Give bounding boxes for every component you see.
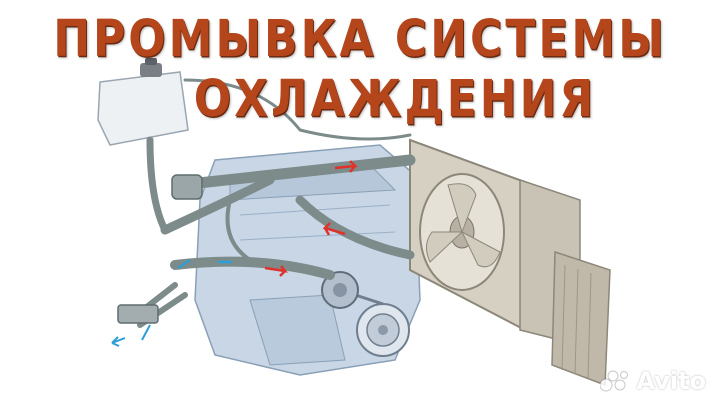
thermostat-housing	[171, 174, 203, 200]
flow-arrows	[111, 160, 358, 347]
avito-logo-icon	[600, 370, 629, 392]
crank-pulley	[339, 288, 410, 357]
water-pump	[321, 271, 359, 309]
watermark-text: Avito	[636, 367, 706, 395]
radiator-fan	[419, 173, 505, 291]
expansion-reservoir	[97, 58, 189, 146]
avito-watermark: Avito	[600, 367, 706, 395]
cooling-hoses	[127, 78, 416, 328]
page-title-line-2: ОХЛАЖДЕНИЯ	[193, 70, 597, 129]
heater-valve	[117, 304, 159, 324]
page-title-line-1: ПРОМЫВКА СИСТЕМЫ	[53, 10, 667, 69]
